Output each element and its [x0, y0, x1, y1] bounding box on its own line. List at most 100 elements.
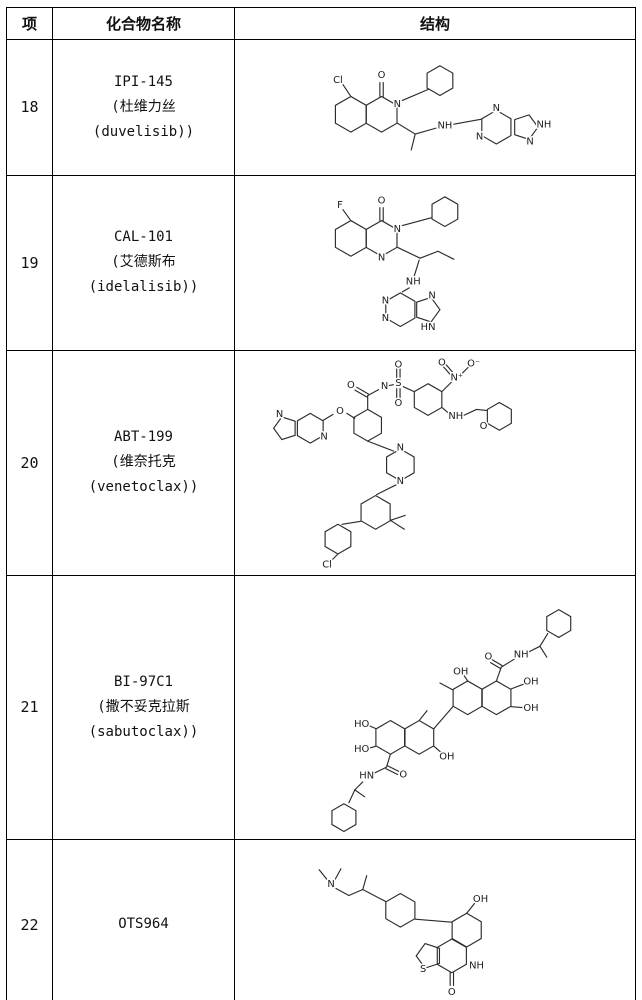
ring — [514, 114, 539, 141]
double-bond — [386, 764, 400, 772]
ring — [331, 802, 357, 832]
bond — [402, 386, 415, 393]
bond — [348, 789, 356, 804]
compound-name-line: (idelalisib)) — [88, 279, 199, 296]
header-row: 项 化合物名称 结构 — [6, 7, 636, 40]
row-id: 21 — [6, 574, 53, 841]
bond — [322, 413, 334, 421]
bond — [367, 440, 394, 452]
bond — [463, 408, 478, 416]
ring — [324, 523, 352, 555]
header-compound-name: 化合物名称 — [52, 7, 235, 40]
atom-label: N — [397, 476, 404, 487]
compound-name: CAL-101(艾德斯布(idelalisib)) — [52, 174, 235, 351]
compound-name-line: IPI-145 — [113, 73, 173, 90]
double-bond — [443, 366, 452, 376]
ring — [431, 195, 459, 227]
atom-label: HO — [354, 719, 369, 730]
atom-label: S — [420, 964, 426, 975]
bond — [510, 705, 525, 709]
bond — [354, 789, 366, 798]
bond — [374, 766, 388, 774]
atom-label: N⁺ — [450, 372, 463, 383]
bond — [419, 250, 439, 259]
bond — [385, 753, 392, 768]
atom-label: OH — [473, 894, 488, 905]
atom-label: OH — [439, 751, 454, 762]
atom-label: O — [394, 359, 402, 370]
double-bond — [385, 767, 399, 775]
atom-label: OH — [453, 666, 468, 677]
bond — [342, 84, 352, 98]
bond — [396, 122, 416, 135]
header-structure: 结构 — [234, 7, 636, 40]
ring — [365, 219, 398, 257]
atom-label: O — [438, 357, 446, 368]
compound-name: BI-97C1(撒不妥克拉斯(sabutoclax)) — [52, 574, 235, 841]
compound-name-line: (duvelisib)) — [92, 123, 195, 140]
atom-label: O — [378, 70, 386, 81]
atom-label: O — [336, 406, 344, 417]
bond — [401, 88, 429, 101]
atom-label: N — [526, 136, 533, 147]
double-bond — [445, 364, 454, 374]
ring — [426, 65, 454, 97]
atom-label: N — [394, 224, 401, 235]
atom-label: O — [485, 651, 493, 662]
atom-label: F — [337, 200, 343, 211]
ring — [360, 494, 391, 530]
ring — [451, 912, 482, 948]
bond — [330, 553, 339, 562]
bond — [437, 250, 455, 260]
bond — [401, 216, 433, 226]
ring — [296, 412, 324, 444]
compound-table: 项 化合物名称 结构 18 IPI-145(杜维力丝(duvelisib)) C… — [6, 7, 636, 1000]
atom-label: N — [382, 313, 389, 324]
bond — [335, 888, 350, 897]
bond — [348, 889, 364, 897]
double-bond — [356, 386, 370, 395]
atom-label: N — [327, 879, 334, 890]
bond — [495, 666, 502, 682]
bond — [527, 645, 541, 653]
bond — [368, 724, 377, 729]
atom-label: N — [276, 409, 283, 420]
bond — [362, 875, 368, 891]
atom-label: NH — [536, 120, 551, 131]
bond — [510, 683, 525, 690]
atom-label: O — [399, 769, 407, 780]
bond — [463, 674, 469, 682]
ring — [546, 608, 572, 638]
bond — [410, 133, 416, 151]
atom-label: O — [347, 380, 355, 391]
row-id: 19 — [6, 174, 53, 351]
atom-label: O — [448, 987, 456, 998]
bond — [401, 287, 410, 293]
bond — [318, 869, 328, 881]
ring — [415, 943, 441, 969]
ring — [452, 680, 483, 716]
compound-name-line: OTS964 — [118, 916, 169, 933]
atom-label: OH — [523, 703, 538, 714]
bond — [367, 389, 380, 397]
compound-name-line: ABT-199 — [113, 429, 173, 446]
ring — [272, 416, 296, 441]
compound-name-line: BI-97C1 — [113, 673, 173, 690]
ring — [481, 680, 512, 716]
bond — [500, 658, 515, 668]
bond — [441, 381, 453, 393]
compound-name: ABT-199(维奈托克(venetoclax)) — [52, 349, 235, 576]
atom-label: N — [382, 295, 389, 306]
